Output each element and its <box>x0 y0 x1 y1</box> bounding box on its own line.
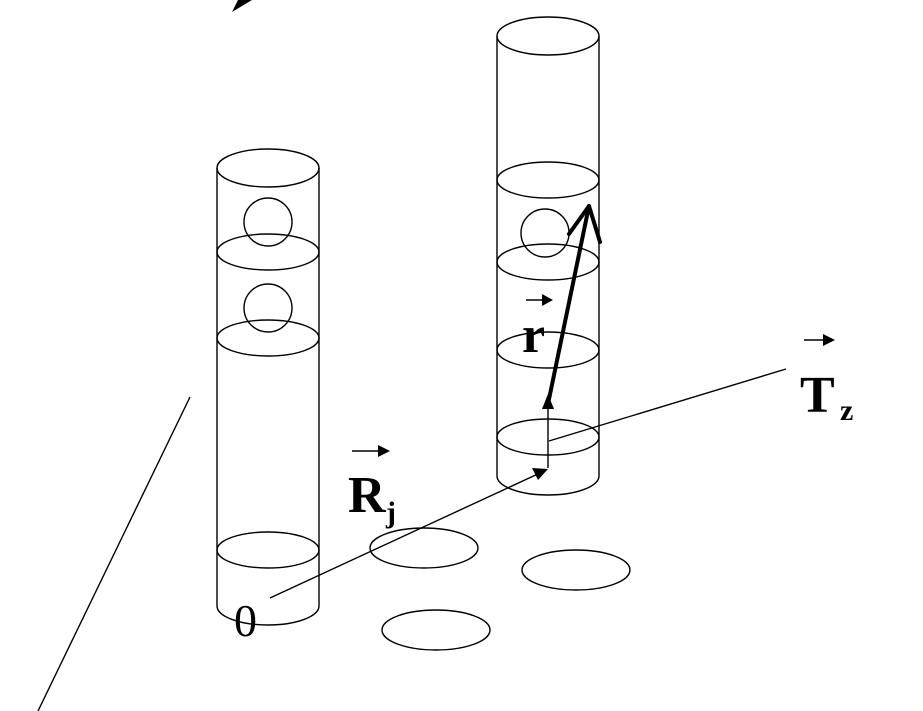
axis-arrowhead-top <box>232 0 252 12</box>
label-T-overarrow <box>804 334 835 346</box>
vector-R-arrowhead <box>532 468 548 480</box>
left-cylinder-top-ellipse <box>216 148 320 188</box>
floor-site-3 <box>381 609 491 651</box>
left-cylinder-disk-2 <box>216 319 320 357</box>
right-cylinder-disk-1 <box>496 161 600 199</box>
vector-T-line <box>548 368 787 442</box>
left-cylinder-disk-1 <box>216 233 320 271</box>
left-cylinder-bottom-arc <box>216 605 320 626</box>
label-R-subscript: j <box>385 496 396 529</box>
right-cylinder-disk-3 <box>496 331 600 369</box>
left-cylinder-base-disk <box>216 531 320 569</box>
right-cylinder-top-ellipse <box>496 16 600 56</box>
floor-site-1 <box>369 527 479 569</box>
vector-r-line <box>546 204 591 406</box>
right-cylinder-bottom-arc <box>496 475 600 496</box>
label-R-overarrow <box>352 445 390 457</box>
left-cylinder-ball-upper <box>243 197 293 247</box>
label-R: R <box>348 467 387 524</box>
right-cylinder-ball <box>520 208 570 258</box>
left-cylinder <box>216 148 320 626</box>
label-origin: 0 <box>234 595 257 646</box>
label-r: r <box>522 307 545 364</box>
vector-R-line <box>269 472 541 599</box>
left-cylinder-ball-lower <box>243 283 293 333</box>
label-r-overarrow <box>526 294 553 306</box>
vector-r-arrowhead <box>567 204 602 244</box>
label-T: T <box>800 367 835 424</box>
axis-line-left <box>37 396 191 711</box>
right-cylinder-disk-2 <box>496 243 600 281</box>
label-T-subscript: z <box>840 394 853 427</box>
floor-site-2 <box>521 549 631 591</box>
